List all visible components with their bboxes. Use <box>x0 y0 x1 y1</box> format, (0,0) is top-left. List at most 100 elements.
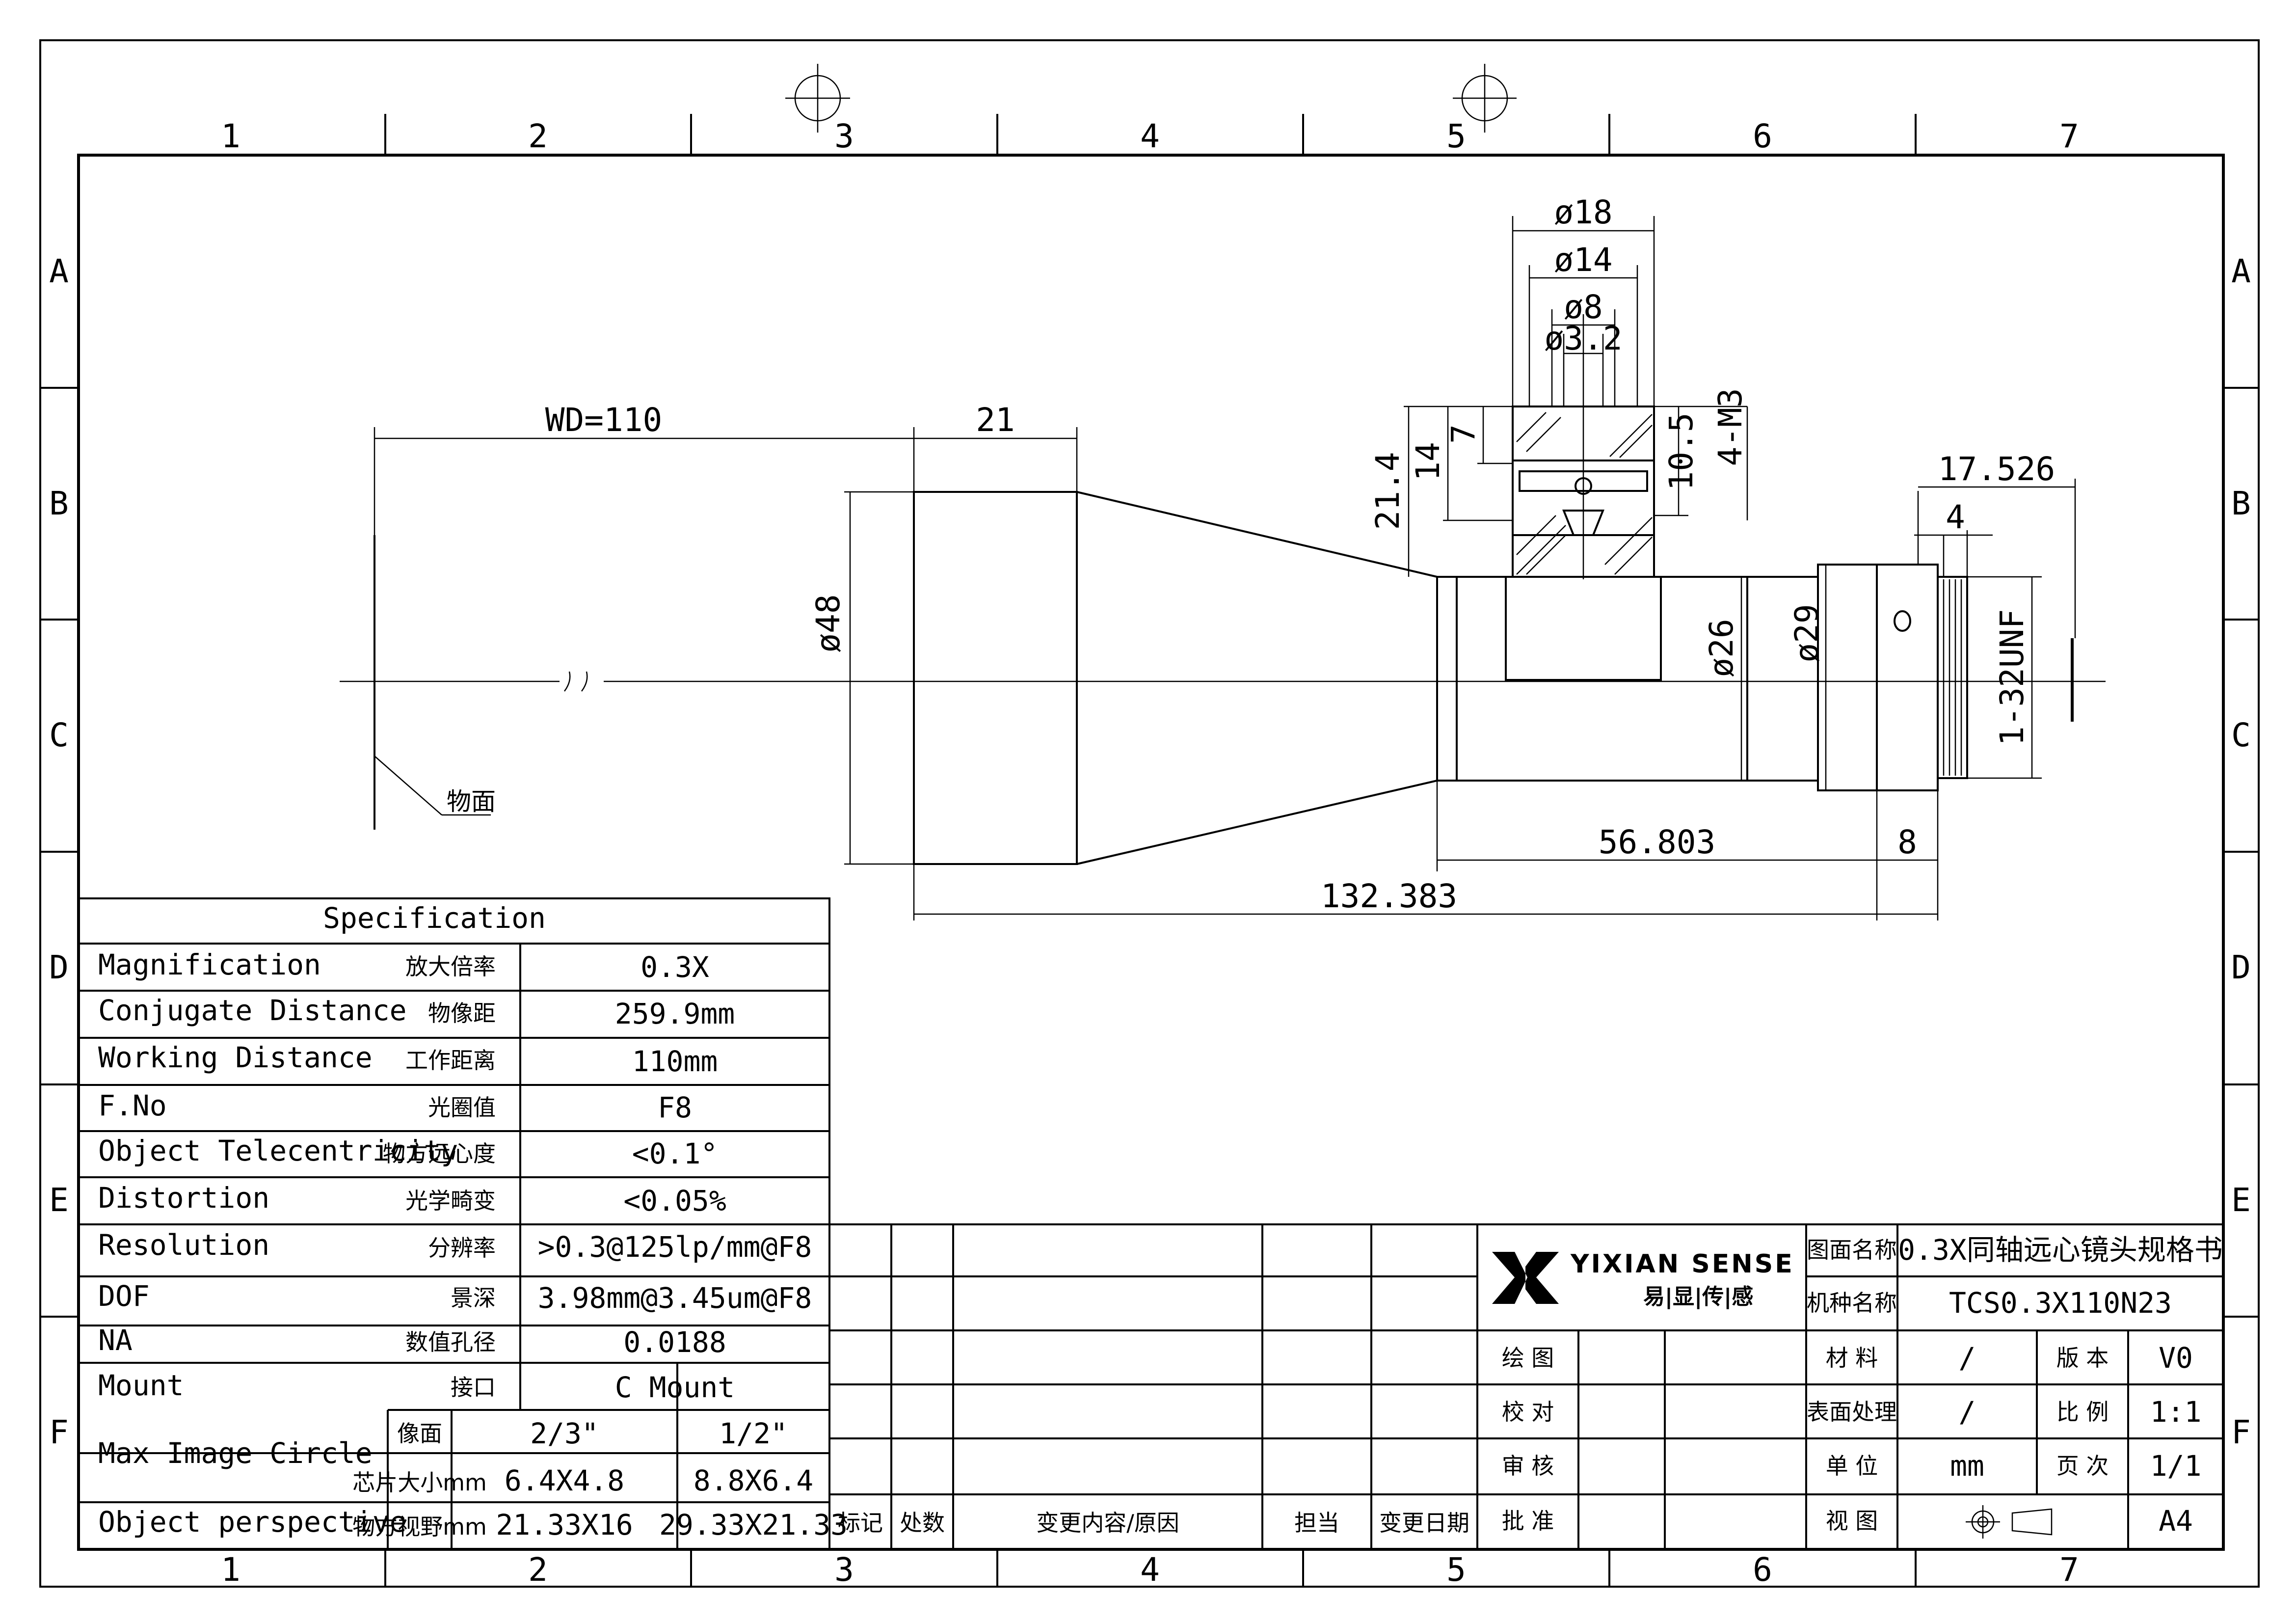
spec-size-2-3: 2/3" <box>530 1417 599 1450</box>
row-label-left-A: A <box>49 252 69 290</box>
dim-4-m3: 4-M3 <box>1711 388 1749 466</box>
revision-table: 标记 处数 变更内容/原因 担当 变更日期 <box>828 1223 1478 1550</box>
col-label-bottom-7: 7 <box>2059 1551 2079 1589</box>
row-label-right-F: F <box>2231 1413 2251 1451</box>
spec-image-plane: 像面 <box>397 1420 442 1447</box>
spec-fov-1-2: 29.33X21.33 <box>659 1508 848 1542</box>
dimension-lines <box>374 216 2076 920</box>
scale-label: 比 例 <box>2056 1399 2109 1425</box>
dim-d14: ø14 <box>1554 241 1612 279</box>
cone-section <box>1076 491 1438 865</box>
spec-cn-magnification: 放大倍率 <box>405 953 496 980</box>
dim-wd: WD=110 <box>545 401 662 439</box>
object-plane-label: 物面 <box>447 787 496 816</box>
spec-title: Specification <box>323 901 546 935</box>
projection-symbol-icon <box>1966 1505 2053 1539</box>
mount-ring <box>1876 564 1939 791</box>
hatching <box>1516 412 1653 575</box>
model-label: 机种名称 <box>1807 1290 1897 1316</box>
spec-val-conjugate: 259.9mm <box>615 997 735 1030</box>
col-label-bottom-1: 1 <box>221 1551 240 1589</box>
col-label-bottom-3: 3 <box>834 1551 854 1589</box>
dim-1-32unf: 1-32UNF <box>1993 609 2031 746</box>
page-value: 1/1 <box>2150 1449 2202 1483</box>
col-label-top-1: 1 <box>221 117 240 155</box>
spec-val-telecentricity: <0.1° <box>632 1137 718 1170</box>
lens-drawing: 物面 <box>340 314 2106 865</box>
spec-val-distortion: <0.05% <box>623 1184 726 1217</box>
row-label-right-D: D <box>2231 948 2251 986</box>
reviewed-label: 审 核 <box>1502 1453 1554 1479</box>
spec-en-na: NA <box>98 1324 133 1357</box>
row-label-left-B: B <box>49 485 69 522</box>
col-label-top-4: 4 <box>1140 117 1160 155</box>
paper-size: A4 <box>2159 1504 2193 1538</box>
dim-8: 8 <box>1897 823 1917 861</box>
col-label-bottom-4: 4 <box>1140 1551 1160 1589</box>
spec-cn-na: 数值孔径 <box>405 1329 496 1355</box>
spec-val-na: 0.0188 <box>623 1325 726 1359</box>
surface-label: 表面处理 <box>1807 1399 1897 1425</box>
spec-cn-wd: 工作距离 <box>405 1047 496 1074</box>
page-label: 页 次 <box>2056 1453 2109 1479</box>
dim-d26: ø26 <box>1703 619 1740 677</box>
unit-label: 单 位 <box>1826 1453 1878 1479</box>
drawing-name: 0.3X同轴远心镜头规格书 <box>1898 1233 2223 1267</box>
zone-labels: 1 2 3 4 5 6 7 1 2 3 4 5 6 7 A B C D E F … <box>49 117 2251 1589</box>
spec-en-mount: Mount <box>98 1369 184 1402</box>
spec-val-mount: C Mount <box>615 1371 735 1404</box>
dim-d29: ø29 <box>1788 604 1826 662</box>
spec-cn-mount: 接口 <box>451 1374 496 1401</box>
spec-sensor-1-2: 8.8X6.4 <box>694 1464 813 1497</box>
col-label-bottom-6: 6 <box>1753 1551 1772 1589</box>
spec-en-distortion: Distortion <box>98 1181 269 1215</box>
surface-value: / <box>1959 1395 1976 1429</box>
spec-en-resolution: Resolution <box>98 1228 269 1262</box>
brand-name: YIXIAN SENSE <box>1570 1249 1794 1279</box>
spec-en-fno: F.No <box>98 1089 167 1122</box>
spec-sensor-size: 芯片大小mm <box>352 1469 487 1496</box>
centering-mark-left <box>785 64 850 133</box>
dim-7: 7 <box>1444 424 1482 444</box>
spec-sensor-2-3: 6.4X4.8 <box>505 1464 624 1497</box>
approved-label: 批 准 <box>1502 1508 1554 1534</box>
brand-name-cn: 易|显|传|感 <box>1643 1284 1753 1309</box>
spec-size-1-2: 1/2" <box>719 1417 788 1450</box>
col-label-bottom-2: 2 <box>528 1551 548 1589</box>
dim-14: 14 <box>1409 442 1447 481</box>
model-name: TCS0.3X110N23 <box>1949 1286 2172 1320</box>
dim-d18: ø18 <box>1554 193 1612 231</box>
dim-21: 21 <box>976 401 1015 439</box>
spec-max-image-circle: Max Image Circle <box>98 1436 373 1470</box>
spec-en-wd: Working Distance <box>98 1041 373 1074</box>
title-block: YIXIAN SENSE 易|显|传|感 图面名称 0.3X同轴远心镜头规格书 … <box>1476 1223 2224 1550</box>
row-label-left-D: D <box>49 948 69 986</box>
spec-val-magnification: 0.3X <box>641 950 709 984</box>
scale-value: 1:1 <box>2150 1395 2202 1429</box>
spec-val-resolution: >0.3@125lp/mm@F8 <box>538 1230 812 1264</box>
drawing-name-label: 图面名称 <box>1807 1237 1897 1263</box>
spec-val-fno: F8 <box>658 1091 692 1124</box>
rev-date: 变更日期 <box>1379 1510 1469 1536</box>
col-label-top-5: 5 <box>1446 117 1466 155</box>
checked-label: 校 对 <box>1502 1399 1554 1425</box>
material-label: 材 料 <box>1826 1345 1878 1371</box>
dim-d48: ø48 <box>809 594 847 652</box>
dim-d8: ø8 <box>1564 288 1602 326</box>
rev-owner: 担当 <box>1294 1510 1339 1536</box>
drawn-label: 绘 图 <box>1502 1345 1554 1371</box>
spec-cn-dof: 景深 <box>451 1285 496 1311</box>
version-value: V0 <box>2159 1341 2193 1375</box>
dim-56-803: 56.803 <box>1599 823 1715 861</box>
rev-mark: 标记 <box>838 1510 883 1536</box>
spec-val-wd: 110mm <box>632 1045 718 1078</box>
spec-fov-2-3: 21.33X16 <box>496 1508 633 1542</box>
dim-21-4: 21.4 <box>1369 452 1407 530</box>
spec-cn-distortion: 光学畸变 <box>405 1188 496 1214</box>
row-label-right-A: A <box>2231 252 2251 290</box>
row-label-right-B: B <box>2231 485 2251 522</box>
col-label-top-6: 6 <box>1753 117 1772 155</box>
material-value: / <box>1959 1341 1976 1375</box>
version-label: 版 本 <box>2056 1345 2109 1371</box>
